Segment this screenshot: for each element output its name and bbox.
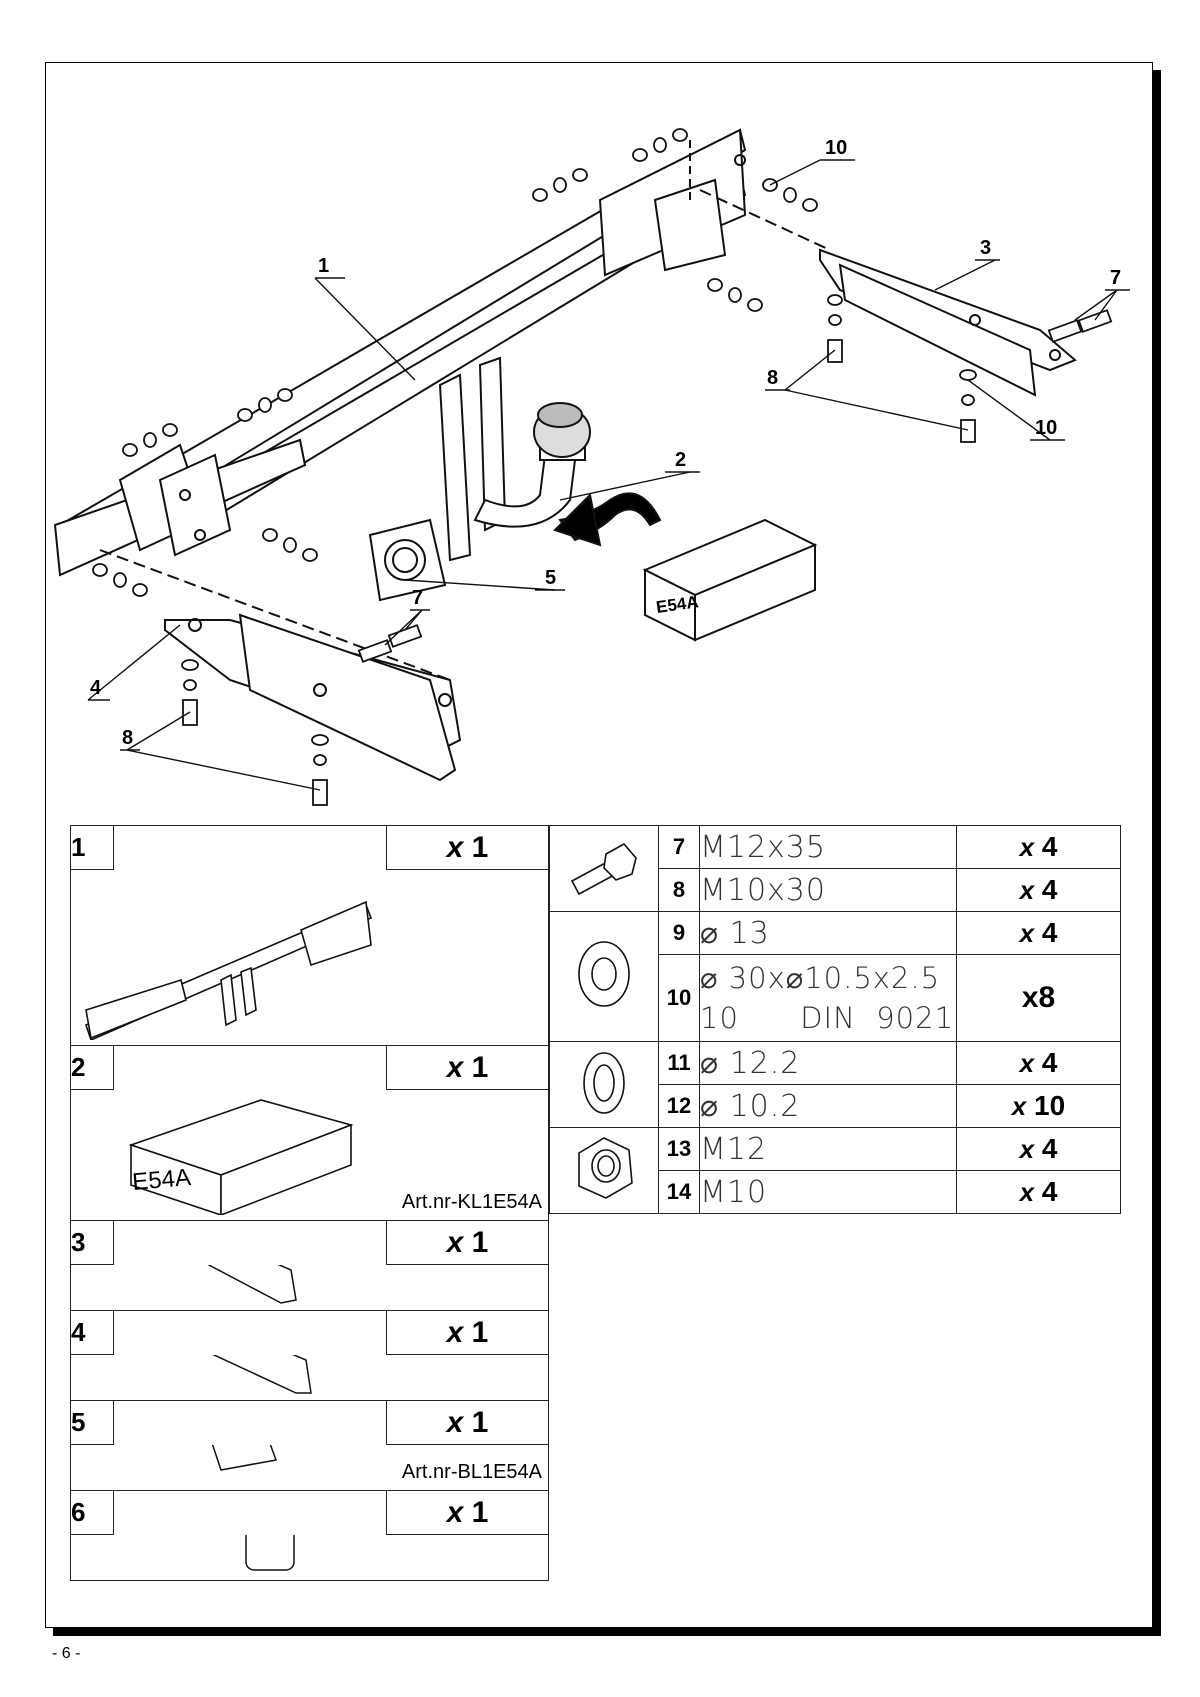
- box-icon: E54A: [128, 1099, 354, 1217]
- bracket-left-icon: [170, 1319, 312, 1394]
- part-number: 8: [658, 868, 700, 912]
- parts-table-left: 1 x 1 2 x 1: [69, 825, 550, 1581]
- part-number: 4: [69, 1310, 115, 1355]
- part-3-image: [70, 1226, 549, 1311]
- part-4-image: [70, 1319, 549, 1401]
- part-number: 5: [69, 1400, 115, 1445]
- page-number: - 6 -: [52, 1645, 81, 1662]
- part-spec: M12: [699, 1127, 957, 1171]
- part-spec: M10x30: [699, 868, 957, 912]
- part-qty: x 1: [385, 1310, 550, 1355]
- article-number: Art.nr-KL1E54A: [401, 1191, 542, 1213]
- part-qty: x8: [956, 954, 1121, 1042]
- part-number: 7: [658, 825, 700, 869]
- callout-2: 2: [675, 449, 686, 471]
- part-5-image: Art.nr-BL1E54A: [70, 1404, 549, 1491]
- part-number: 2: [69, 1045, 115, 1090]
- callout-7: 7: [1110, 267, 1121, 289]
- part-number: 12: [658, 1084, 700, 1128]
- callout-8: 8: [122, 727, 133, 749]
- callout-8: 8: [767, 367, 778, 389]
- bolt-image: [549, 825, 659, 912]
- part-spec: ⌀ 12.2: [699, 1041, 957, 1085]
- part-1-image: [70, 869, 549, 1046]
- article-number: Art.nr-BL1E54A: [401, 1461, 542, 1483]
- part-qty: x 1: [385, 825, 550, 870]
- part-qty: x 1: [385, 1220, 550, 1265]
- assembly-drawing: 1 2 3 4 5 7 7 8 8 10 10 E54A: [53, 128, 1130, 806]
- washer-icon: [578, 941, 630, 1007]
- part-number: 10: [658, 954, 700, 1042]
- part-number: 1: [69, 825, 115, 870]
- part-qty: x 4: [956, 911, 1121, 955]
- box-label: E54A: [131, 1164, 192, 1196]
- part-2-image: E54A Art.nr-KL1E54A: [70, 1089, 549, 1221]
- part-qty: x 10: [956, 1084, 1121, 1128]
- part-qty: x 4: [956, 1127, 1121, 1171]
- part-number: 9: [658, 911, 700, 955]
- ball-cap-icon: [245, 1514, 295, 1571]
- parts-table-right: 7 M12x35 x 4 8 M10x30 x 4 9 ⌀ 13 x 4 10 …: [549, 825, 1121, 1214]
- spring-washer-image: [549, 1041, 659, 1128]
- part-qty: x 1: [385, 1045, 550, 1090]
- callout-10: 10: [1035, 417, 1057, 439]
- nut-icon: [578, 1137, 633, 1199]
- part-qty: x 1: [385, 1400, 550, 1445]
- part-number: 14: [658, 1170, 700, 1214]
- part-qty: x 1: [385, 1490, 550, 1535]
- callout-1: 1: [318, 255, 329, 277]
- part-spec: ⌀ 30x⌀10.5x2.5 10 DIN 9021: [699, 954, 957, 1042]
- part-6-image: [70, 1514, 549, 1581]
- part-spec: ⌀ 13: [699, 911, 957, 955]
- callout-10: 10: [825, 137, 847, 159]
- bracket-right-icon: [165, 1226, 297, 1304]
- part-spec: M12x35: [699, 825, 957, 869]
- callout-7: 7: [412, 587, 423, 609]
- part-number: 13: [658, 1127, 700, 1171]
- part-spec: M10: [699, 1170, 957, 1214]
- nut-image: [549, 1127, 659, 1214]
- spring-washer-icon: [583, 1051, 625, 1114]
- callout-5: 5: [545, 567, 556, 589]
- part-qty: x 4: [956, 868, 1121, 912]
- callout-4: 4: [90, 677, 102, 699]
- part-qty: x 4: [956, 1041, 1121, 1085]
- part-number: 11: [658, 1041, 700, 1085]
- bolt-icon: [570, 842, 637, 896]
- callout-3: 3: [980, 237, 991, 259]
- part-number: 3: [69, 1220, 115, 1265]
- crossbar-icon: [85, 900, 373, 1042]
- part-qty: x 4: [956, 825, 1121, 869]
- part-number: 6: [69, 1490, 115, 1535]
- washer-image: [549, 911, 659, 1042]
- part-qty: x 4: [956, 1170, 1121, 1214]
- part-spec: ⌀ 10.2: [699, 1084, 957, 1128]
